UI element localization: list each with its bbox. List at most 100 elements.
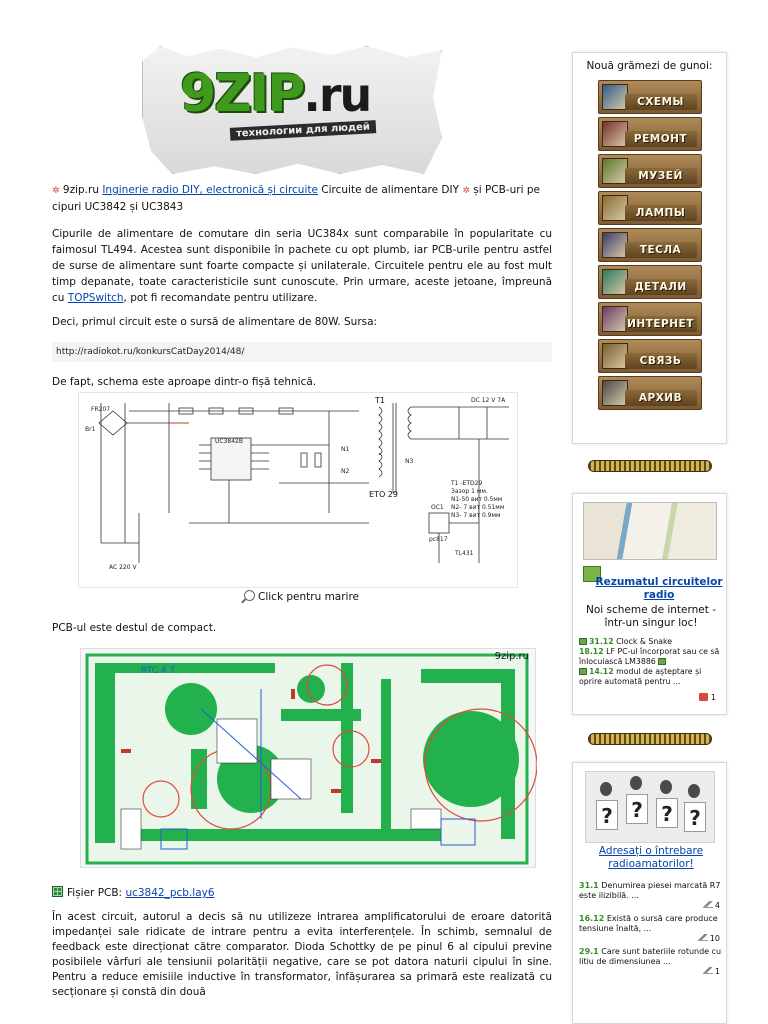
breadcrumb-site: 9zip.ru <box>62 184 99 196</box>
category-button-schemes[interactable]: СХЕМЫ <box>597 80 702 114</box>
schem-label-dc-out: DC 12 V 7A <box>471 397 506 404</box>
museum-thumb-icon <box>601 158 628 184</box>
breadcrumb-section-link[interactable]: Inginerie radio DIY, electronică și circ… <box>102 184 318 196</box>
digest-icon <box>583 566 601 582</box>
category-label: РЕМОНТ <box>624 131 697 147</box>
breadcrumb-category: Circuite de alimentare DIY <box>321 184 459 196</box>
category-label: МУЗЕЙ <box>624 168 697 184</box>
news-icon <box>658 658 667 665</box>
category-button-tesla[interactable]: ТЕСЛА <box>597 228 702 262</box>
breadcrumb-title: și PCB-uri pe cipuri UC3842 și UC3843 <box>52 184 540 213</box>
logo-text: 9ZIP.ru <box>180 64 372 124</box>
category-button-communication[interactable]: СВЯЗЬ <box>597 339 702 373</box>
pcb-image[interactable]: RTC 4.7 9zip.ru <box>80 648 538 868</box>
schematic-image[interactable]: FR207 Br1 UC3842B T1 N1 N2 N3 ETO 29 DC … <box>78 392 518 588</box>
news-icon <box>579 638 587 645</box>
p1-text: Cipurile de alimentare de comutare din s… <box>52 228 552 304</box>
schemes-thumb-icon <box>601 84 628 110</box>
digest-news-list: 31.12 Clock & Snake 18.12 LF PC-ul încor… <box>579 637 724 687</box>
sidebar-divider <box>588 733 712 745</box>
question-date: 29.1 <box>579 947 599 956</box>
schem-label-tl431: TL431 <box>454 550 474 557</box>
question-text: Care sunt bateriile rotunde cu litiu de … <box>579 947 722 966</box>
pcb-label: RTC 4.7 <box>141 666 175 676</box>
comment-icon <box>699 693 709 701</box>
reply-count-value: 4 <box>714 901 720 910</box>
article-paragraph-3: De fapt, schema este aproape dintr-o fiș… <box>52 376 317 388</box>
question-reply-count: 1 <box>579 967 724 977</box>
question-text: Există o sursă care produce tensiune îna… <box>579 914 718 933</box>
site-logo[interactable]: 9ZIP.ru технологии для людей <box>142 46 442 174</box>
news-text: LF PC-ul încorporat sau ce să înlocuiasc… <box>579 647 720 666</box>
category-button-tubes[interactable]: ЛАМПЫ <box>597 191 702 225</box>
categories-title: Nouă grămezi de gunoi: <box>586 60 713 72</box>
category-button-museum[interactable]: МУЗЕЙ <box>597 154 702 188</box>
news-date: 31.12 <box>589 637 614 646</box>
list-item[interactable]: 14.12 modul de așteptare și oprire autom… <box>579 667 724 687</box>
schem-label-br1: Br1 <box>85 426 96 433</box>
list-item[interactable]: 29.1 Care sunt bateriile rotunde cu liti… <box>579 947 724 977</box>
category-button-internet[interactable]: ИНТЕРНЕТ <box>597 302 702 336</box>
schem-label-ic: UC3842B <box>215 438 243 445</box>
article-paragraph-5: În acest circuit, autorul a decis să nu … <box>52 911 552 998</box>
ask-question-box: ? ? ? ? Adresați o întrebare radioamator… <box>572 762 727 1024</box>
pcb-watermark: 9zip.ru <box>494 651 529 662</box>
question-text: Denumirea piesei marcată R7 este ilizibi… <box>579 881 721 900</box>
digest-title-link[interactable]: Rezumatul circuitelor radio <box>595 576 723 601</box>
main-column: 9ZIP.ru технологии для людей ✲ 9zip.ru I… <box>52 0 552 1024</box>
category-button-archive[interactable]: АРХИВ <box>597 376 702 410</box>
parts-thumb-icon <box>601 269 628 295</box>
comment-count-value: 1 <box>710 693 716 702</box>
logo-brand: 9ZIP <box>180 64 305 124</box>
digest-comment-count[interactable]: 1 <box>699 693 716 702</box>
question-reply-count: 10 <box>579 934 724 944</box>
person-head-icon <box>688 784 700 798</box>
pcb-file-label: Fișier PCB: <box>67 887 123 899</box>
schem-label-ac-in: AC 220 V <box>109 564 137 571</box>
pen-icon <box>697 934 708 941</box>
schem-label-n1: N1 <box>341 446 349 453</box>
category-list: СХЕМЫ РЕМОНТ МУЗЕЙ ЛАМПЫ ТЕСЛА ДЕТАЛИ ИН… <box>573 80 726 410</box>
category-button-parts[interactable]: ДЕТАЛИ <box>597 265 702 299</box>
breadcrumb-separator-icon: ✲ <box>462 186 470 196</box>
breadcrumb-separator-icon: ✲ <box>52 186 60 196</box>
topswitch-link[interactable]: TOPSwitch <box>67 292 124 304</box>
pcb-file-icon <box>52 886 63 897</box>
schem-label-oc1: OC1 <box>431 504 444 511</box>
list-item[interactable]: 18.12 LF PC-ul încorporat sau ce să înlo… <box>579 647 724 667</box>
article-paragraph-2: Deci, primul circuit este o sursă de ali… <box>52 316 378 328</box>
schem-label-n2: N2 <box>341 468 349 475</box>
schem-label-n3: N3 <box>405 458 413 465</box>
logo-paper <box>142 46 442 174</box>
question-marks-image[interactable]: ? ? ? ? <box>585 771 715 843</box>
list-item[interactable]: 31.12 Clock & Snake <box>579 637 724 647</box>
schem-label-eto29: ETO 29 <box>369 490 398 499</box>
schem-label-t1: T1 <box>374 396 385 405</box>
question-sign-icon: ? <box>656 798 678 828</box>
person-head-icon <box>660 780 672 794</box>
pcb-file-line: Fișier PCB: uc3842_pcb.lay6 <box>52 886 215 900</box>
click-to-enlarge-link[interactable]: Click pentru marire <box>244 590 359 604</box>
sidebar: Nouă grămezi de gunoi: СХЕМЫ РЕМОНТ МУЗЕ… <box>570 0 730 1024</box>
pcb-file-link[interactable]: uc3842_pcb.lay6 <box>125 887 215 899</box>
breadcrumb: ✲ 9zip.ru Inginerie radio DIY, electroni… <box>52 182 552 215</box>
news-text: Clock & Snake <box>616 637 673 646</box>
news-date: 14.12 <box>589 667 614 676</box>
ask-question-link[interactable]: Adresați o întrebare radioamatorilor! <box>598 845 704 870</box>
question-date: 31.1 <box>579 881 599 890</box>
question-sign-icon: ? <box>596 800 618 830</box>
source-url-box: http://radiokot.ru/konkursCatDay2014/48/ <box>52 342 552 362</box>
news-icon <box>579 668 587 675</box>
question-sign-icon: ? <box>626 794 648 824</box>
digest-subtitle: Noi scheme de internet - într-un singur … <box>585 604 717 629</box>
pen-icon <box>702 901 713 908</box>
question-sign-icon: ? <box>684 802 706 832</box>
category-button-repair[interactable]: РЕМОНТ <box>597 117 702 151</box>
category-label: СХЕМЫ <box>624 94 697 110</box>
news-text: modul de așteptare și oprire automată pe… <box>579 667 702 686</box>
magazine-image[interactable] <box>583 502 717 560</box>
list-item[interactable]: 31.1 Denumirea piesei marcată R7 este il… <box>579 881 724 911</box>
person-head-icon <box>600 782 612 796</box>
list-item[interactable]: 16.12 Există o sursă care produce tensiu… <box>579 914 724 944</box>
internet-thumb-icon <box>601 306 628 332</box>
